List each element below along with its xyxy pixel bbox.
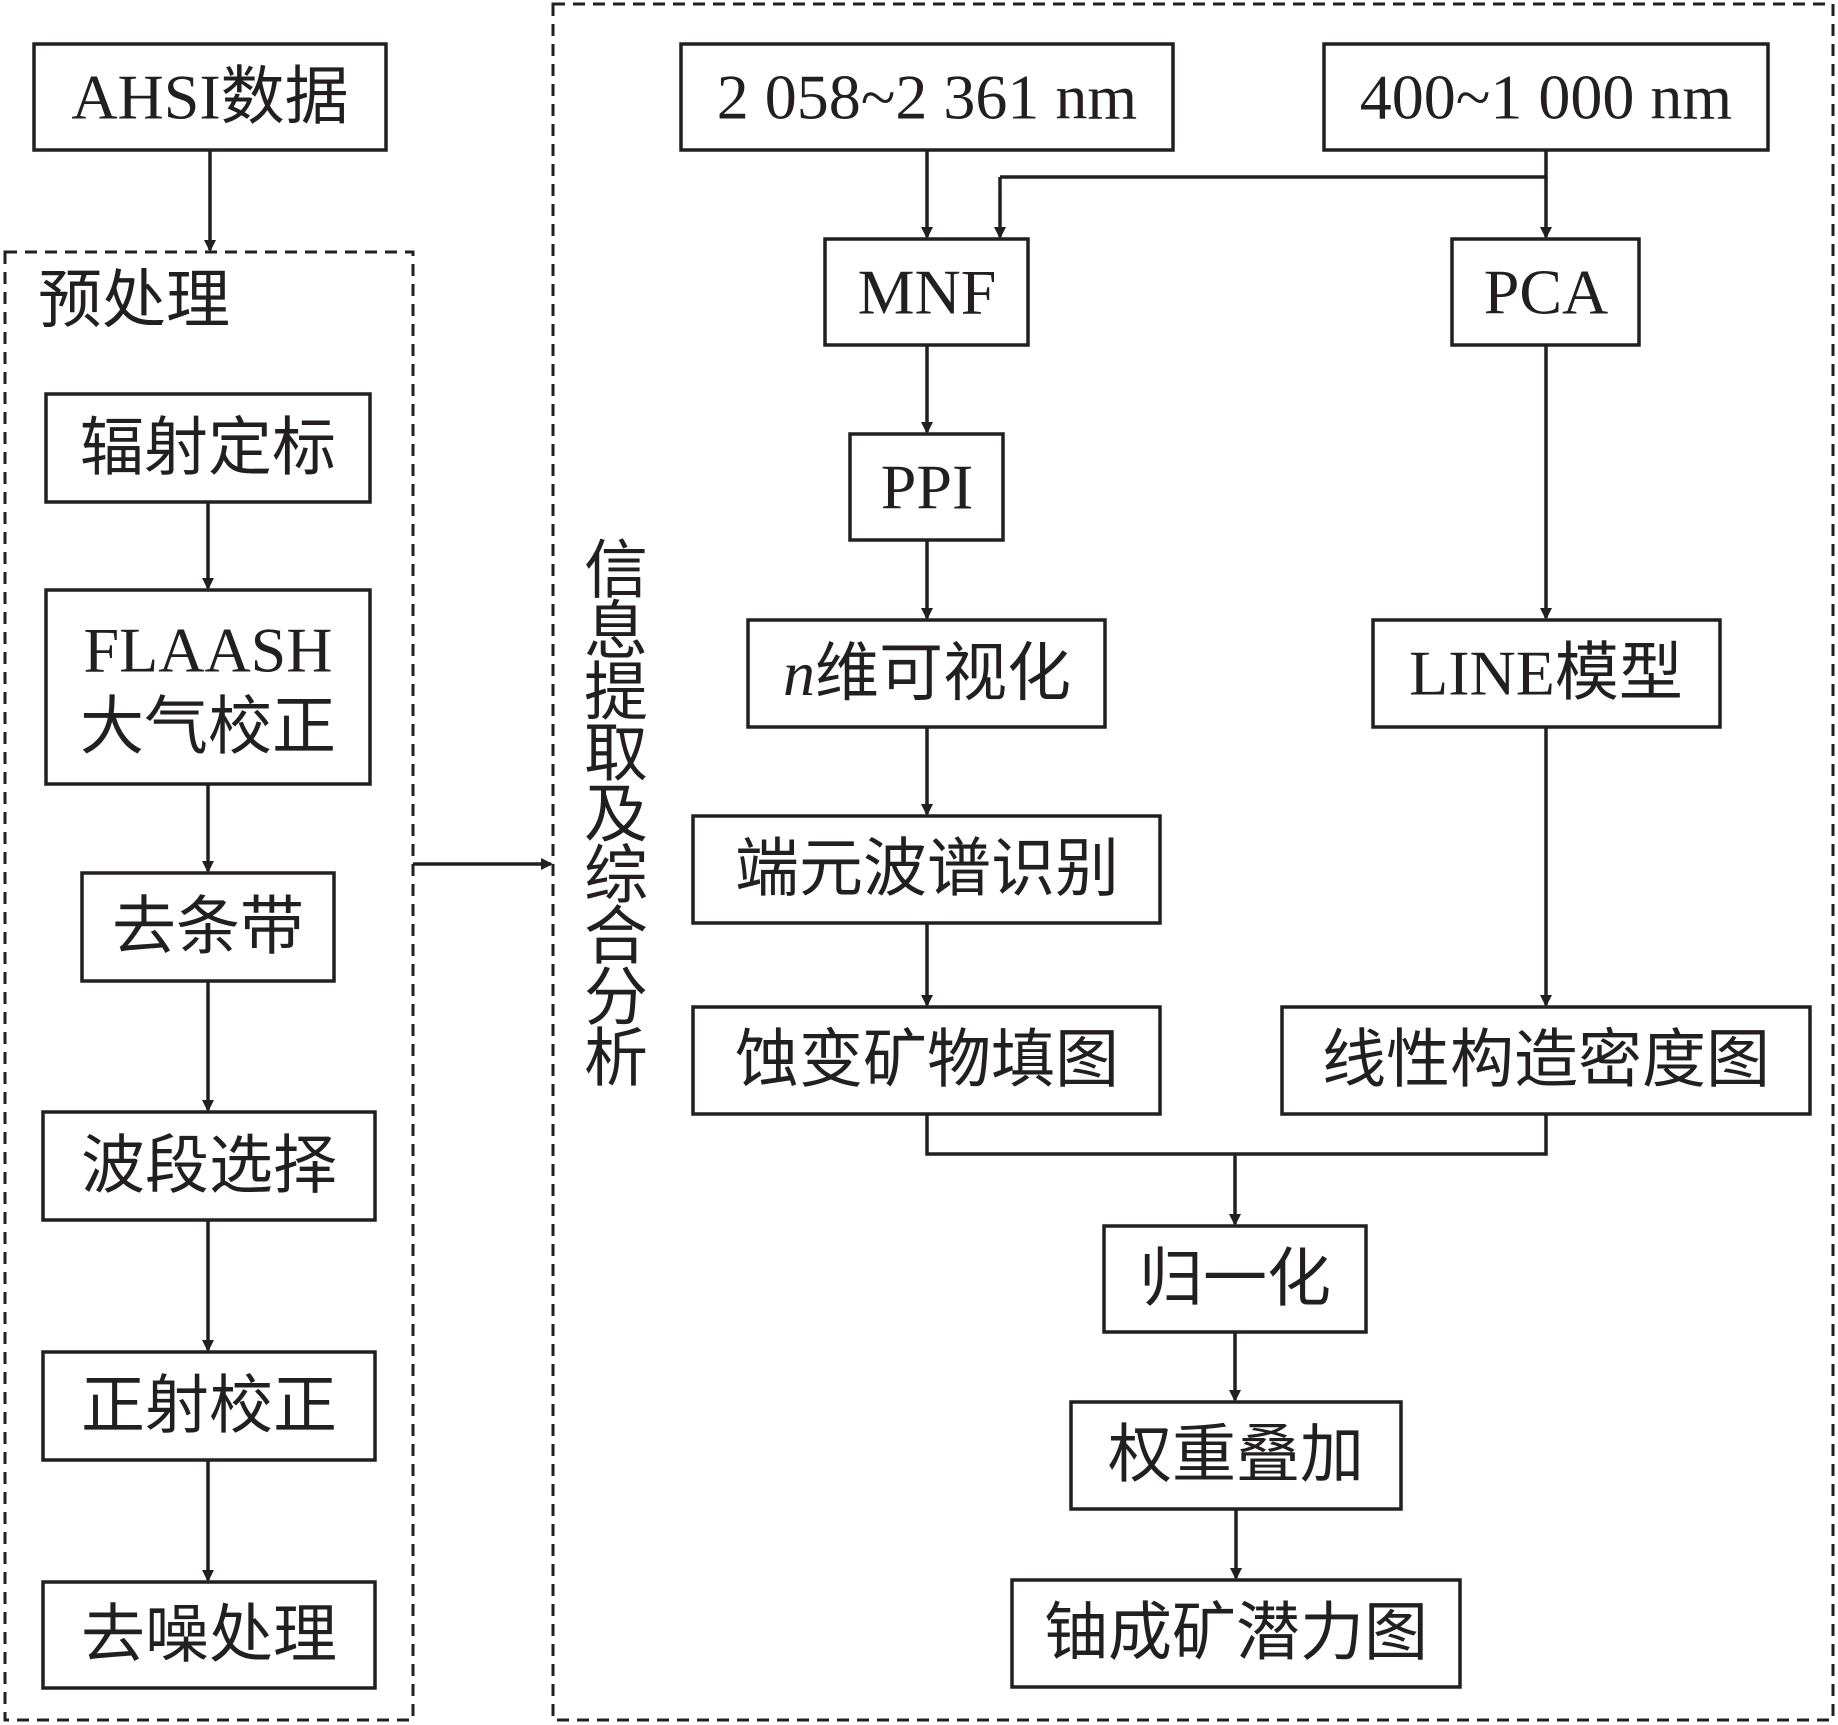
line-model-label: LINE模型 <box>1409 638 1683 709</box>
pca-label: PCA <box>1484 257 1609 328</box>
connector-merge <box>925 1114 1548 1156</box>
denoising-label: 去噪处理 <box>81 1600 337 1671</box>
nd-visualization-node: n维可视化 <box>746 618 1107 729</box>
nd-visualization-var: n <box>783 638 815 709</box>
nd-visualization-label: n维可视化 <box>783 638 1071 709</box>
normalize-node: 归一化 <box>1102 1224 1368 1334</box>
denoising-node: 去噪处理 <box>41 1580 377 1690</box>
atmospheric-correction-label: 大气校正 <box>80 692 336 763</box>
destriping-label: 去条带 <box>112 892 304 963</box>
vnir-band-node: 400~1 000 nm <box>1322 42 1770 152</box>
flaash-node: FLAASH 大气校正 <box>44 588 372 786</box>
alteration-map-node: 蚀变矿物填图 <box>691 1005 1162 1116</box>
band-selection-node: 波段选择 <box>41 1110 377 1222</box>
ppi-node: PPI <box>848 432 1005 542</box>
extraction-title: 信 息 提 取 及 综 合 分 析 <box>584 536 648 1095</box>
extraction-title-char: 息 <box>584 597 648 668</box>
flaash-label: FLAASH <box>84 615 333 686</box>
destriping-node: 去条带 <box>80 871 336 983</box>
extraction-title-char: 合 <box>584 902 648 973</box>
orthorectification-node: 正射校正 <box>41 1350 377 1462</box>
lineament-map-node: 线性构造密度图 <box>1280 1005 1812 1116</box>
connector-vnir-branch <box>1000 150 1548 179</box>
mnf-label: MNF <box>858 257 997 328</box>
swir-band-label: 2 058~2 361 nm <box>717 62 1137 133</box>
vnir-band-label: 400~1 000 nm <box>1360 62 1732 133</box>
lineament-map-label: 线性构造密度图 <box>1322 1025 1770 1096</box>
radiometric-calibration-node: 辐射定标 <box>44 392 372 504</box>
preprocessing-group-frame <box>3 250 415 1722</box>
ppi-label: PPI <box>881 452 974 523</box>
extraction-title-char: 信 <box>584 536 648 607</box>
orthorectification-label: 正射校正 <box>81 1371 337 1442</box>
uranium-map-label: 铀成矿潜力图 <box>1044 1598 1428 1669</box>
source-label: AHSI数据 <box>71 62 348 133</box>
endmember-label: 端元波谱识别 <box>735 834 1119 905</box>
extraction-title-char: 取 <box>584 719 648 790</box>
extraction-title-char: 及 <box>584 780 648 851</box>
weighted-overlay-node: 权重叠加 <box>1069 1400 1403 1511</box>
source-node: AHSI数据 <box>32 42 388 152</box>
mnf-node: MNF <box>823 237 1030 347</box>
extraction-title-char: 综 <box>584 841 648 912</box>
extraction-title-char: 提 <box>584 658 648 729</box>
radiometric-calibration-label: 辐射定标 <box>80 413 336 484</box>
swir-band-node: 2 058~2 361 nm <box>679 42 1175 152</box>
uranium-map-node: 铀成矿潜力图 <box>1010 1578 1462 1689</box>
preprocessing-title: 预处理 <box>38 265 230 336</box>
nd-visualization-text: 维可视化 <box>815 638 1071 709</box>
pca-node: PCA <box>1450 237 1641 347</box>
band-selection-label: 波段选择 <box>81 1131 337 1202</box>
normalize-label: 归一化 <box>1139 1244 1331 1315</box>
weighted-overlay-label: 权重叠加 <box>1108 1420 1364 1491</box>
extraction-title-char: 析 <box>584 1024 648 1095</box>
alteration-map-label: 蚀变矿物填图 <box>735 1025 1119 1096</box>
extraction-group-frame <box>551 2 1835 1722</box>
extraction-title-char: 分 <box>584 963 648 1034</box>
line-model-node: LINE模型 <box>1371 618 1722 729</box>
endmember-node: 端元波谱识别 <box>691 814 1162 925</box>
